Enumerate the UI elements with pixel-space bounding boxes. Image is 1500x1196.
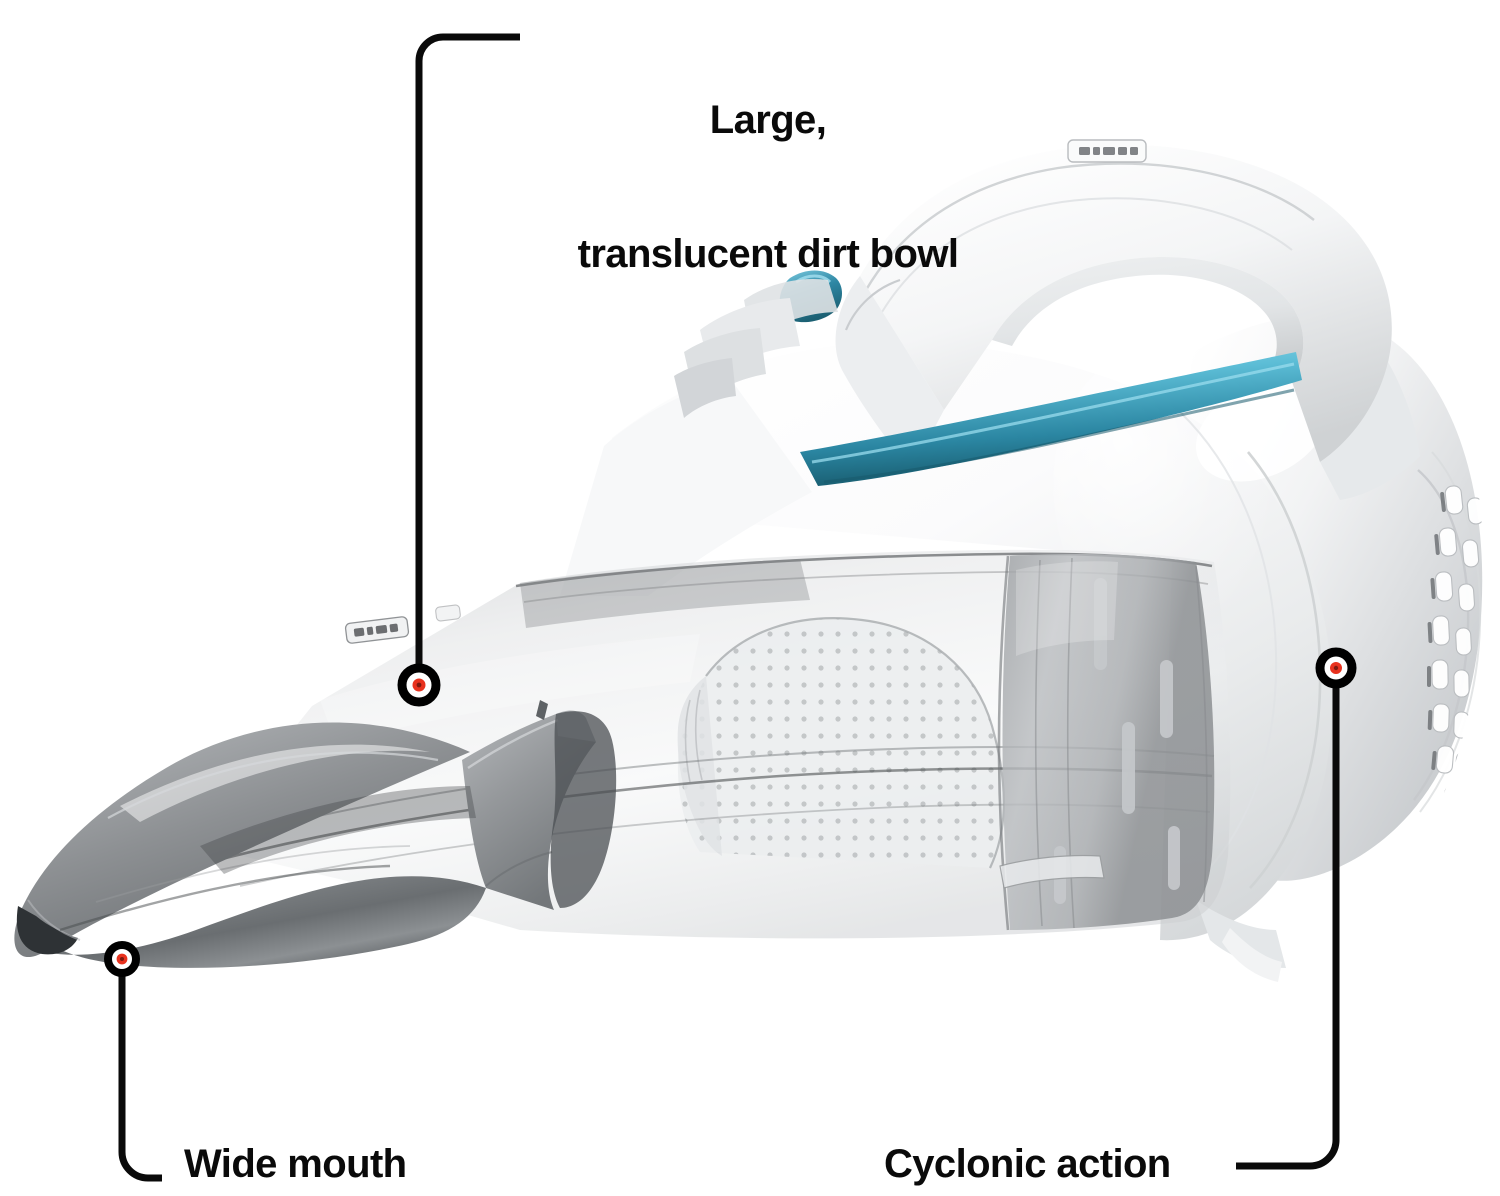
callout-label-wide-mouth: Wide mouth xyxy=(184,1142,407,1186)
brand-badge-handle xyxy=(1067,139,1147,163)
teal-handle-grip xyxy=(800,352,1302,486)
translucent-dirt-bowl xyxy=(185,549,1231,939)
wide-mouth-nozzle xyxy=(14,722,486,968)
dirt-bowl-filter xyxy=(677,617,1005,869)
vacuum-handle[interactable] xyxy=(835,144,1420,500)
callout-label-dirt-bowl-line1: Large, xyxy=(709,97,827,142)
power-switch[interactable] xyxy=(674,270,842,419)
cyclonic-chamber xyxy=(997,554,1215,931)
callout-label-cyclonic-action: Cyclonic action xyxy=(884,1142,1171,1186)
callout-label-dirt-bowl: Large, translucent dirt bowl xyxy=(578,8,959,366)
bowl-release-latch[interactable] xyxy=(999,854,1105,889)
callout-label-dirt-bowl-line2: translucent dirt bowl xyxy=(577,231,959,276)
nozzle-collar xyxy=(462,700,617,910)
